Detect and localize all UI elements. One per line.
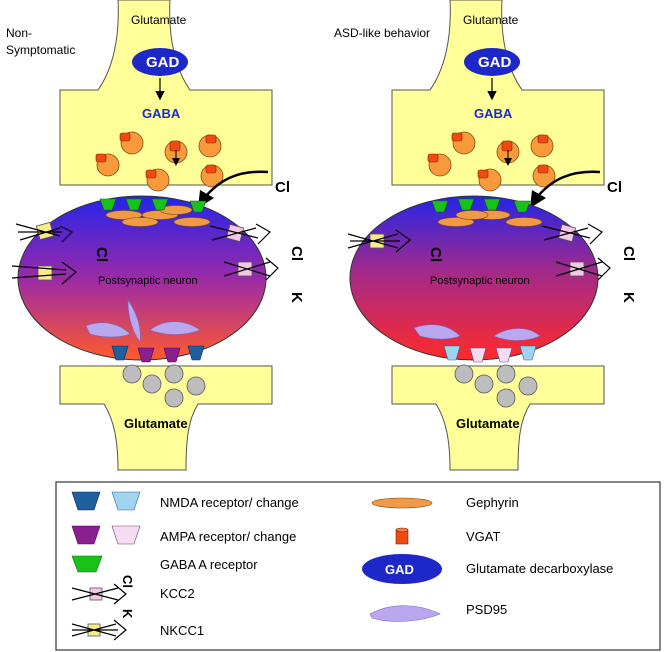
legend-gabaa-label: GABA A receptor [160, 557, 258, 572]
cl-right-label: Cl [288, 246, 305, 261]
neuron-label: Postsynaptic neuron [98, 275, 198, 287]
legend-gad-label: Glutamate decarboxylase [466, 561, 613, 576]
gaba-label: GABA [474, 106, 513, 121]
legend-box [55, 481, 661, 651]
kcc2-transporters [209, 223, 279, 281]
k-right-label: K [620, 292, 637, 303]
gad-icon [362, 554, 442, 584]
cl-influx-arrow [537, 170, 601, 197]
legend-kcc2-label: KCC2 [160, 586, 195, 601]
legend-psd95-label: PSD95 [466, 602, 507, 617]
legend-gephyrin-label: Gephyrin [466, 495, 519, 510]
gephyrin-icon [371, 497, 433, 509]
vgat-icon [395, 527, 409, 545]
cl-left-label: Cl [93, 247, 110, 262]
panel-asd-like: ASD-like behavior Glutamate GAD GABA Cl … [334, 0, 637, 471]
gephyrin-cluster [105, 205, 211, 227]
panel-title: Non- Symptomatic [6, 26, 75, 57]
legend: NMDA receptor/ change AMPA receptor/ cha… [55, 481, 661, 651]
legend-ampa-label: AMPA receptor/ change [160, 529, 296, 544]
gaba-a-receptors [431, 198, 531, 213]
glutamatergic-terminal [59, 365, 273, 471]
ampa-receptor-change-icon [111, 525, 141, 545]
kcc2-icon [71, 583, 127, 605]
gaba-vesicles [427, 131, 556, 192]
nkcc1-icon [71, 619, 127, 641]
psd95-cluster [85, 299, 201, 343]
neuron-label: Postsynaptic neuron [430, 275, 530, 287]
gad-label: GAD [478, 54, 512, 71]
gaba-label: GABA [142, 106, 181, 121]
panel-title-line1: Non- [6, 26, 32, 40]
top-glutamate-label: Glutamate [131, 13, 187, 27]
glutamate-vesicles [122, 364, 206, 408]
presynaptic-terminal [391, 0, 605, 186]
nkcc1-transporters [11, 221, 77, 285]
k-right-label: K [288, 292, 305, 303]
glutamate-receptors-changed [443, 345, 537, 363]
top-glutamate-label: Glutamate [463, 13, 519, 27]
nmda-receptor-change-icon [111, 491, 141, 511]
glutamate-vesicles [454, 364, 538, 408]
presynaptic-terminal [59, 0, 273, 186]
panel-title: ASD-like behavior [334, 26, 430, 40]
psd95-icon [369, 605, 441, 622]
gad-label: GAD [146, 54, 180, 71]
cl-outside-label: Cl [607, 179, 622, 196]
nkcc1-transporters [347, 229, 411, 253]
legend-gad-icon-label: GAD [385, 562, 414, 577]
legend-nkcc1-label: NKCC1 [160, 623, 204, 638]
legend-kcc2-k: K [120, 609, 135, 619]
cl-arrowhead [530, 190, 546, 208]
gaba-a-receptor-icon [71, 555, 103, 573]
legend-kcc2-cl: Cl [120, 575, 135, 588]
legend-nmda-label: NMDA receptor/ change [160, 495, 299, 510]
gephyrin-cluster [437, 210, 543, 227]
cl-left-label: Cl [427, 247, 444, 262]
bottom-glutamate-label: Glutamate [456, 416, 520, 431]
bottom-glutamate-label: Glutamate [124, 416, 188, 431]
legend-vgat-label: VGAT [466, 529, 500, 544]
glutamatergic-terminal [391, 365, 605, 471]
gad-enzyme [132, 48, 188, 76]
panel-title-line2: Symptomatic [6, 43, 75, 57]
cl-right-label: Cl [620, 246, 637, 261]
kcc2-transporters [541, 223, 611, 281]
glutamate-receptors [111, 345, 205, 363]
cl-outside-label: Cl [275, 179, 290, 196]
ampa-receptor-icon [71, 525, 101, 545]
nmda-receptor-icon [71, 491, 101, 511]
cl-influx-arrow [205, 170, 269, 197]
gaba-vesicles [95, 131, 224, 192]
gad-enzyme [464, 48, 520, 76]
panel-non-symptomatic: Non- Symptomatic Glutamate GAD GABA [6, 0, 305, 471]
psd95-cluster [413, 324, 541, 341]
gaba-a-receptors [99, 198, 207, 213]
